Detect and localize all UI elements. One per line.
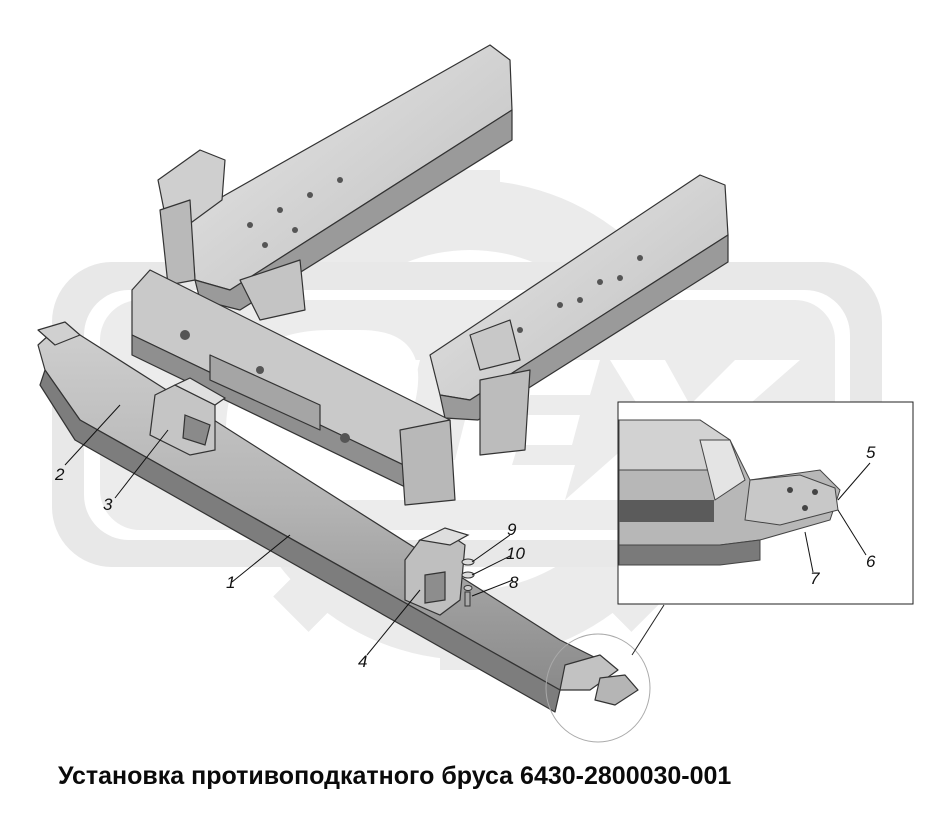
callout-9: 9 [507,520,517,539]
callout-8: 8 [509,573,519,592]
callout-2: 2 [55,465,65,484]
rail-holes [180,177,643,443]
callout-10: 10 [506,544,525,563]
callout-3: 3 [103,495,113,514]
detail-circle [545,633,651,743]
callout-4: 4 [358,652,368,671]
detail-inset [617,401,914,605]
detail-connector-line [631,604,665,656]
callout-5: 5 [866,443,876,462]
callout-6: 6 [866,552,876,571]
callout-7: 7 [810,569,820,588]
bracket-4 [404,527,470,616]
frame-rails [131,44,729,506]
page-title: Установка противоподкатного бруса 6430-2… [58,762,732,790]
callout-1: 1 [226,573,236,592]
fasteners [461,558,475,607]
bracket-3 [149,377,227,456]
leader-lines [64,404,871,656]
